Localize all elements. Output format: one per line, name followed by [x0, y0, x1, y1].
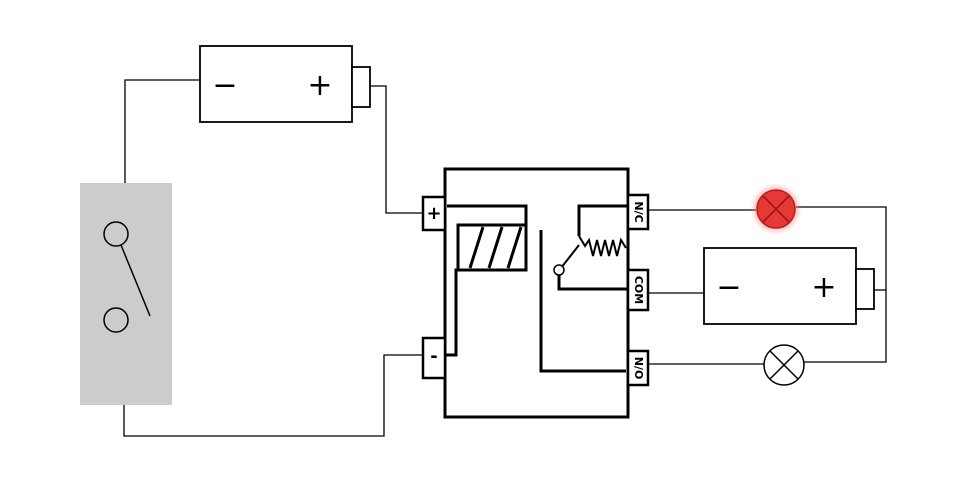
relay-com-terminal[interactable]: COM: [626, 268, 650, 312]
no-label: N/O: [632, 357, 645, 380]
switch-body[interactable]: [80, 183, 172, 405]
battery-top: − +: [199, 45, 371, 123]
wire-switch-to-coil-minus: [123, 354, 422, 437]
battery-right-terminal: [855, 268, 875, 310]
switch[interactable]: [80, 183, 172, 405]
relay-coil-plus-terminal[interactable]: +: [421, 195, 447, 232]
relay: + - N/C COM N/O: [421, 167, 650, 419]
battery-top-minus-label: −: [212, 68, 237, 103]
battery-top-body: [199, 45, 353, 123]
battery-top-terminal: [351, 66, 371, 108]
battery-right: − +: [703, 247, 875, 325]
relay-nc-terminal[interactable]: N/C: [626, 193, 650, 231]
battery-right-body: [703, 247, 857, 325]
switch-contact-bottom: [103, 307, 129, 333]
coil-minus-label: -: [430, 346, 437, 367]
switch-contact-top: [103, 221, 129, 247]
lamp-no-off: [763, 344, 805, 386]
battery-top-plus-label: +: [307, 68, 332, 103]
relay-body: [443, 167, 630, 419]
wire-lamp-nc-to-rail: [796, 206, 887, 363]
com-label: COM: [632, 276, 645, 304]
coil-plus-label: +: [426, 203, 441, 224]
battery-right-plus-label: +: [811, 270, 836, 305]
wire-battery-top-to-coil-plus: [370, 85, 422, 214]
nc-label: N/C: [632, 201, 645, 222]
relay-no-terminal[interactable]: N/O: [626, 349, 650, 387]
battery-right-minus-label: −: [716, 270, 741, 305]
switch-lever: [120, 244, 151, 317]
relay-coil: [445, 204, 528, 357]
relay-coil-minus-terminal[interactable]: -: [421, 336, 447, 380]
wire-switch-to-battery-top: [124, 79, 200, 183]
lamp-nc-lit: [750, 183, 802, 235]
wires: [123, 79, 887, 437]
relay-contacts: [539, 204, 628, 373]
